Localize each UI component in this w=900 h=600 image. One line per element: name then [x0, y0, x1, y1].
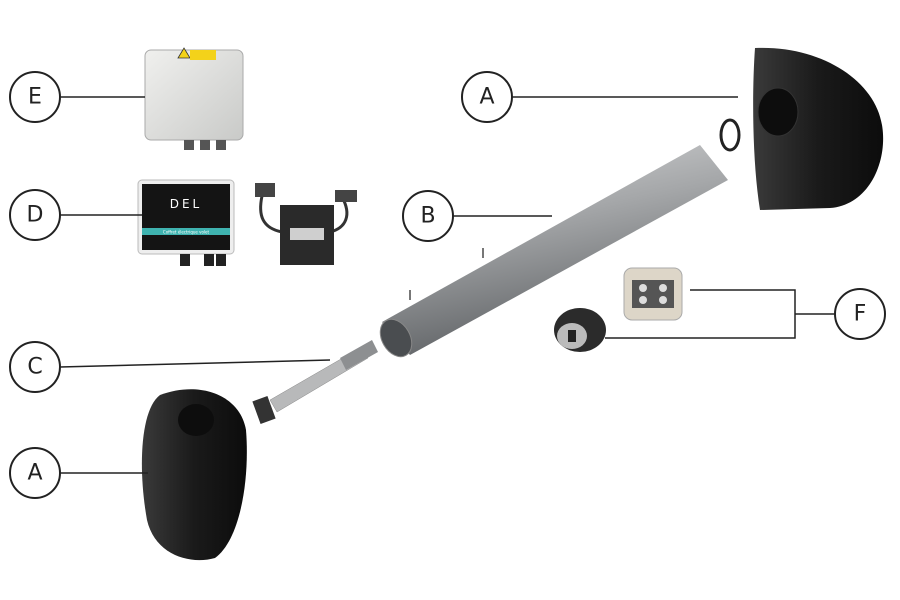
control-box-brand: DEL — [170, 197, 203, 211]
leader-line-c — [59, 359, 331, 368]
control-box-d: DEL Coffret électrique volet — [137, 179, 235, 266]
key-switch-f — [554, 308, 606, 352]
label-a-bottom: A — [9, 447, 61, 499]
o-ring — [719, 118, 741, 152]
wall-switch-f — [623, 267, 683, 321]
label-f: F — [834, 288, 886, 340]
svg-text:C: C — [27, 355, 42, 380]
svg-text:F: F — [854, 302, 867, 327]
label-a-top: A — [461, 71, 513, 123]
roller-tube-b — [379, 145, 728, 358]
label-c: C — [9, 341, 61, 393]
svg-text:D: D — [27, 203, 44, 228]
svg-text:A: A — [479, 85, 494, 110]
label-e: E — [9, 71, 61, 123]
junction-box-e — [144, 47, 244, 150]
label-d: D — [9, 189, 61, 241]
circuit-board — [255, 183, 357, 265]
svg-text:B: B — [420, 204, 435, 229]
label-b: B — [402, 190, 454, 242]
svg-text:E: E — [28, 85, 42, 110]
end-cap-top-a — [753, 47, 884, 211]
control-box-caption: Coffret électrique volet — [163, 230, 210, 235]
end-cap-bottom-a — [141, 389, 247, 561]
svg-text:A: A — [27, 461, 42, 486]
tubular-motor-c — [252, 340, 378, 425]
